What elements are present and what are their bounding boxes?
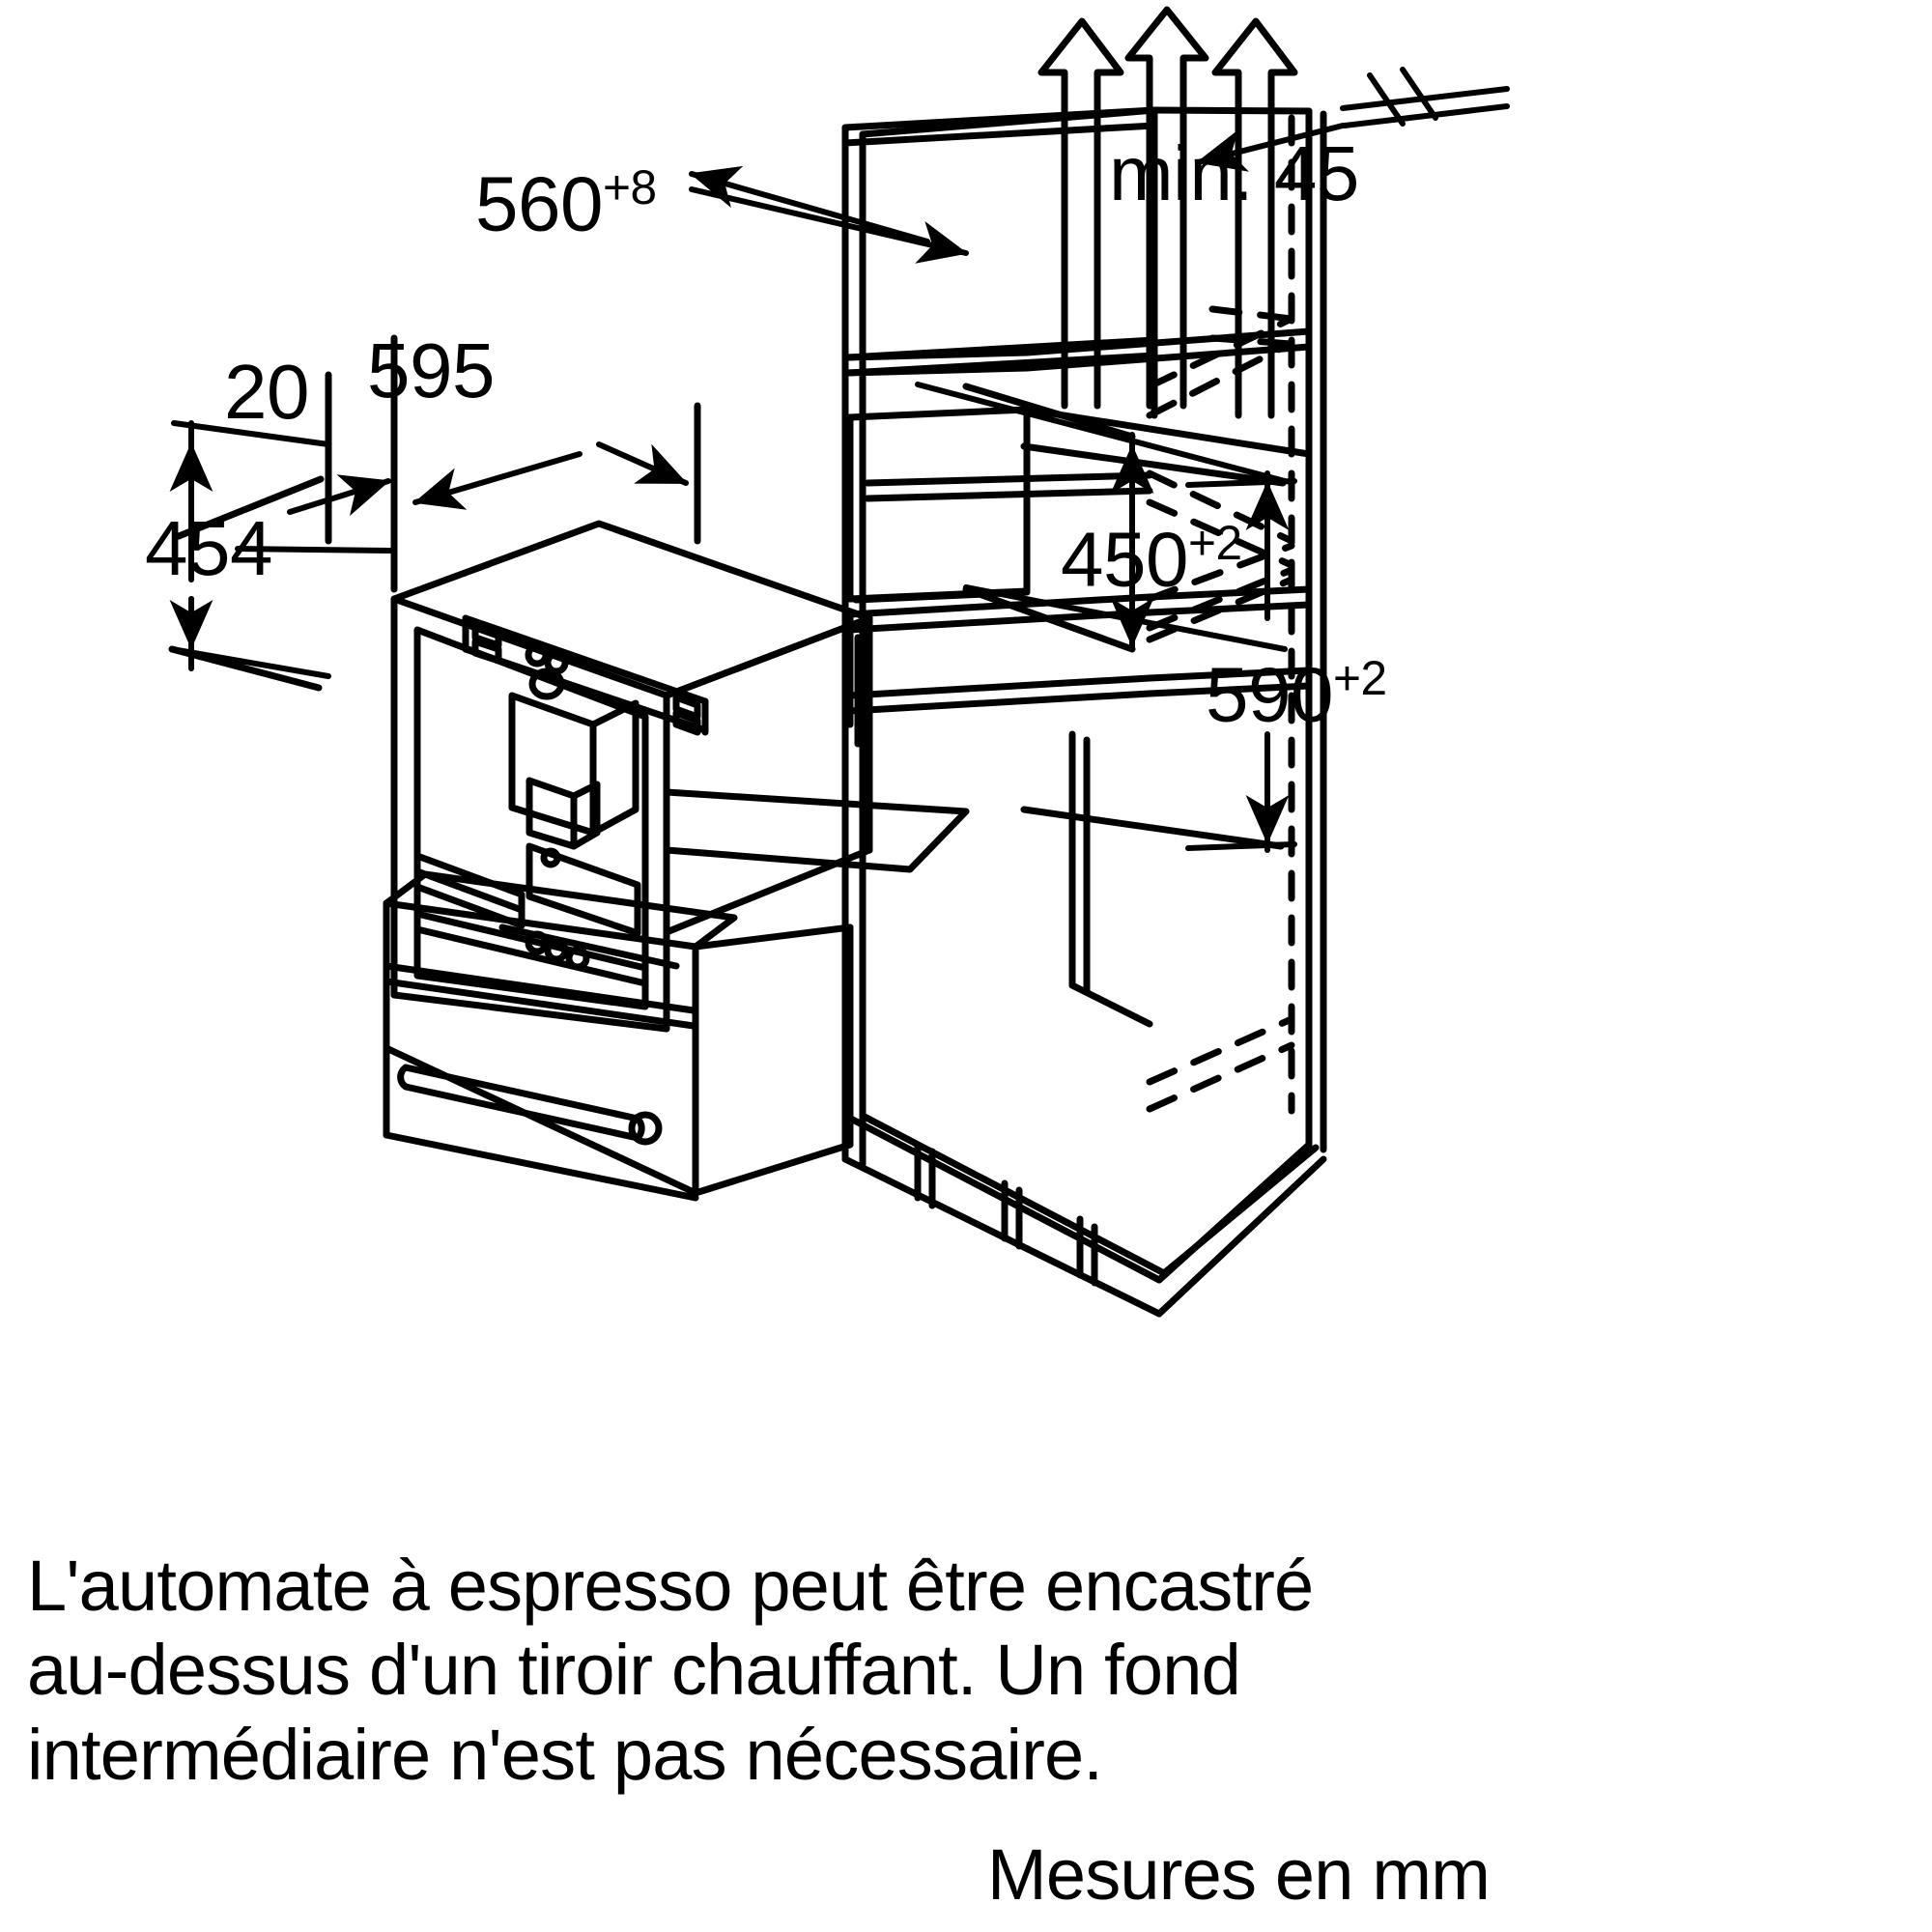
warming-drawer bbox=[383, 870, 854, 1202]
dim-label-450: 450+2 bbox=[1061, 516, 1242, 603]
dim-label-590: 590+2 bbox=[1206, 651, 1387, 738]
cabinet-body bbox=[841, 106, 1327, 1168]
units-note: Mesures en mm bbox=[987, 1834, 1491, 1915]
dim-label-560: 560+8 bbox=[475, 160, 657, 247]
dim-450 bbox=[915, 382, 1288, 652]
lower-compartment bbox=[1068, 730, 1153, 1028]
cabinet-base bbox=[841, 1112, 1327, 1318]
pull-out-panel bbox=[846, 611, 862, 748]
lower-back-dashed bbox=[1146, 1015, 1295, 1113]
niche-depth-dashed-2 bbox=[1146, 305, 1295, 419]
dim-595 bbox=[390, 334, 701, 593]
dim-20 bbox=[235, 371, 393, 554]
dim-min45 bbox=[1195, 67, 1510, 172]
ventilation-arrows bbox=[1037, 6, 1298, 419]
dim-560 bbox=[689, 165, 969, 264]
dim-label-20: 20 bbox=[224, 349, 309, 435]
dim-label-454: 454 bbox=[145, 505, 272, 591]
caption-text: L'automate à espresso peut être encastré… bbox=[27, 1546, 1314, 1795]
dim-label-595: 595 bbox=[367, 327, 495, 413]
dim-label-min-45: min. 45 bbox=[1109, 130, 1359, 216]
lower-shelf bbox=[846, 667, 1313, 715]
